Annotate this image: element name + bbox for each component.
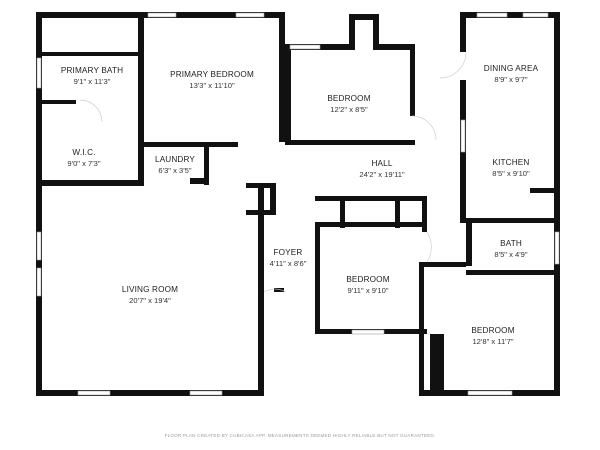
wall-bedroom-east bbox=[279, 12, 285, 142]
room-name-dining-area: DINING AREA bbox=[484, 64, 539, 73]
room-name-bedroom-1: BEDROOM bbox=[327, 94, 370, 103]
room-name-primary-bath: PRIMARY BATH bbox=[61, 66, 123, 75]
window-bedroom1 bbox=[289, 44, 321, 50]
room-dims-dining-area: 8'9" x 9'7" bbox=[494, 75, 528, 84]
wall-bedroom1-west bbox=[285, 44, 291, 144]
wall-wic-bottom bbox=[36, 180, 144, 186]
wall-bedroom1-east bbox=[410, 44, 415, 116]
room-name-bedroom-3: BEDROOM bbox=[471, 326, 514, 335]
wall-notch-right bbox=[373, 14, 379, 50]
wall-bath-bedroom bbox=[138, 12, 144, 130]
wall-south-living bbox=[36, 390, 264, 396]
wall-bedroom3-west bbox=[419, 262, 424, 396]
wall-bath-inner bbox=[42, 52, 138, 56]
wall-bedroom3-top-left bbox=[419, 262, 466, 267]
walls bbox=[36, 12, 560, 396]
room-name-hall: HALL bbox=[371, 159, 392, 168]
window-kitchen bbox=[460, 119, 466, 153]
wall-bath-west bbox=[466, 222, 472, 266]
door-wic bbox=[79, 99, 103, 123]
window-bedroom3 bbox=[467, 390, 513, 396]
wall-kitchen-step bbox=[530, 188, 560, 193]
window-living-2 bbox=[36, 267, 42, 297]
wall-closet-top bbox=[246, 183, 276, 188]
room-dims-kitchen: 8'5" x 9'10" bbox=[492, 169, 530, 178]
footer-disclaimer: FLOOR PLAN CREATED BY CUBICASA APP. MEAS… bbox=[165, 433, 436, 438]
door-bedroom1 bbox=[411, 115, 437, 141]
room-name-laundry: LAUNDRY bbox=[155, 155, 195, 164]
wall-foyer-bottom bbox=[274, 288, 284, 292]
door-swings bbox=[79, 51, 467, 293]
windows bbox=[36, 12, 560, 396]
wall-bedroom2-closet-bottom bbox=[315, 222, 425, 227]
wall-bedroom1-south bbox=[285, 140, 415, 145]
window-dining-1 bbox=[476, 12, 508, 18]
room-labels: PRIMARY BATH 9'1" x 11'3" PRIMARY BEDROO… bbox=[61, 64, 539, 346]
window-living-1 bbox=[36, 231, 42, 261]
room-dims-bedroom-1: 12'2" x 8'5" bbox=[330, 105, 368, 114]
room-name-living-room: LIVING ROOM bbox=[122, 285, 178, 294]
window-primary-bedroom-1 bbox=[147, 12, 177, 18]
room-dims-bedroom-3: 12'8" x 11'7" bbox=[472, 337, 513, 346]
wall-closet-bottom bbox=[246, 210, 276, 215]
window-bedroom2 bbox=[351, 329, 385, 335]
window-bath bbox=[554, 231, 560, 265]
wall-bedroom2-closet1 bbox=[340, 196, 345, 228]
window-primary-bedroom-2 bbox=[235, 12, 265, 18]
room-dims-hall: 24'2" x 19'11" bbox=[359, 170, 405, 179]
room-dims-wic: 9'0" x 7'3" bbox=[67, 159, 101, 168]
wall-wic-east bbox=[138, 130, 144, 186]
room-dims-living-room: 20'7" x 19'4" bbox=[129, 296, 171, 305]
wall-notch-top bbox=[349, 14, 379, 20]
room-dims-bedroom-2: 9'11" x 9'10" bbox=[347, 286, 388, 295]
wall-north-east bbox=[460, 12, 560, 18]
door-bedroom3 bbox=[426, 231, 432, 263]
wall-bedroom-south bbox=[138, 142, 238, 147]
wall-living-east bbox=[258, 185, 264, 396]
room-name-wic: W.I.C. bbox=[72, 148, 95, 157]
wall-kitchen-south bbox=[460, 218, 560, 223]
wall-notch-left bbox=[349, 14, 355, 50]
wall-laundry-bottom bbox=[190, 178, 209, 184]
room-dims-laundry: 6'3" x 3'5" bbox=[158, 166, 192, 175]
wall-bedroom2-closet2 bbox=[395, 196, 400, 228]
window-living-3 bbox=[77, 390, 111, 396]
room-name-bedroom-2: BEDROOM bbox=[346, 275, 389, 284]
wall-east-lower bbox=[554, 222, 560, 396]
wall-east-upper bbox=[554, 12, 560, 222]
room-dims-bath: 8'5" x 4'9" bbox=[494, 250, 528, 259]
wall-bath-south bbox=[466, 270, 560, 275]
wall-laundry-east bbox=[204, 147, 209, 185]
room-name-bath: BATH bbox=[500, 239, 522, 248]
wall-west bbox=[36, 12, 42, 396]
room-dims-primary-bedroom: 13'3" x 11'10" bbox=[189, 81, 235, 90]
wall-north-bedroom1-right bbox=[373, 44, 415, 50]
wall-bedroom3-closet bbox=[430, 334, 444, 390]
room-name-primary-bedroom: PRIMARY BEDROOM bbox=[170, 70, 254, 79]
wall-closet-east bbox=[270, 183, 276, 215]
door-dining bbox=[439, 51, 467, 79]
window-dining-2 bbox=[522, 12, 549, 18]
wall-bedroom2-east-top bbox=[422, 196, 427, 232]
room-name-kitchen: KITCHEN bbox=[493, 158, 530, 167]
window-living-4 bbox=[189, 390, 223, 396]
wall-dining-west bbox=[460, 12, 466, 52]
room-dims-primary-bath: 9'1" x 11'3" bbox=[74, 77, 111, 86]
room-dims-foyer: 4'11" x 8'6" bbox=[270, 259, 307, 268]
wall-wic-top bbox=[36, 100, 76, 104]
door-foyer bbox=[263, 288, 287, 293]
room-name-foyer: FOYER bbox=[274, 248, 303, 257]
wall-bedroom2-top bbox=[315, 196, 427, 201]
wall-bedroom2-west bbox=[315, 222, 320, 334]
window-primary-bath bbox=[36, 57, 42, 89]
